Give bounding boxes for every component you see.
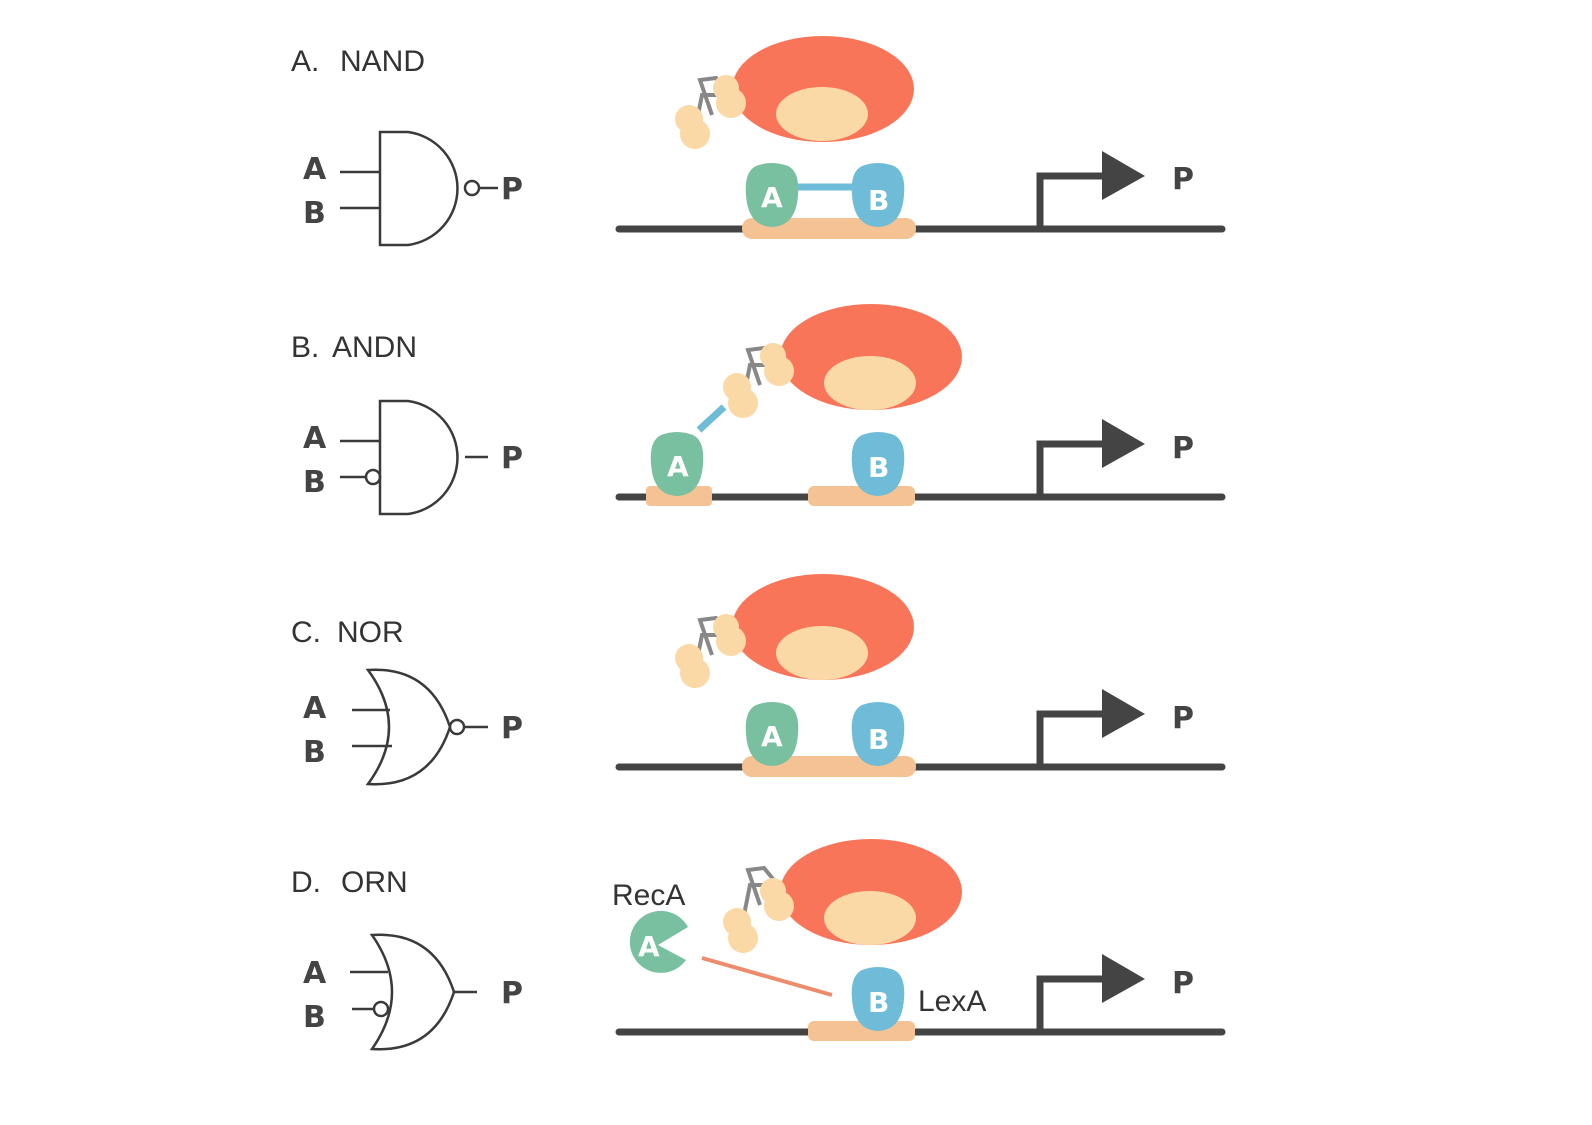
polymerase-subunit	[680, 658, 710, 688]
polymerase-linker	[745, 865, 780, 906]
and-gate-body	[378, 399, 459, 516]
a-polymerase-link	[696, 404, 727, 433]
polymerase-inner	[776, 87, 868, 141]
promoter-arrow	[1036, 440, 1108, 497]
promoter-arrow	[1036, 172, 1108, 229]
lexa-label: LexA	[918, 985, 986, 1018]
andn-genetic-circuit: P A B	[615, 304, 1226, 506]
input-b-label: B	[303, 196, 326, 231]
polymerase-subunit	[716, 88, 746, 118]
rna-polymerase	[675, 36, 914, 149]
panel-letter: C.	[291, 616, 321, 649]
protein-a-label: A	[638, 930, 660, 963]
input-a-label: A	[303, 421, 327, 456]
polymerase-subunit	[716, 626, 746, 656]
protein-a-label: A	[667, 450, 689, 483]
inversion-bubble	[463, 179, 481, 197]
inversion-bubble	[364, 468, 382, 486]
panel-title: ORN	[341, 866, 408, 899]
input-b-label: B	[303, 735, 326, 770]
promoter-arrowhead	[1102, 689, 1145, 738]
inversion-bubble	[448, 718, 466, 736]
protein-a	[650, 432, 704, 496]
promoter-arrowhead	[1102, 151, 1145, 200]
protein-a	[745, 702, 799, 766]
polymerase-subunit	[764, 891, 794, 921]
lexa-protein-b	[851, 967, 905, 1031]
nor-genetic-circuit: P A B	[615, 574, 1226, 777]
or-gate-body	[369, 933, 456, 1051]
panel-title: ANDN	[332, 331, 417, 364]
panel-letter: D.	[291, 866, 321, 899]
panel-d: D. ORN A B P P RecA A B LexA	[291, 839, 1226, 1051]
or-gate-body	[365, 668, 452, 786]
promoter-label: P	[1172, 431, 1194, 466]
rna-polymerase	[675, 574, 914, 688]
polymerase-inner	[824, 356, 916, 410]
protein-a	[745, 163, 799, 227]
promoter-label: P	[1172, 162, 1194, 197]
input-b-label: B	[303, 1000, 326, 1035]
polymerase-subunit	[728, 923, 758, 953]
protein-a-label: A	[761, 181, 783, 214]
orn-gate-symbol: A B P	[303, 933, 523, 1051]
output-label: P	[501, 711, 523, 746]
polymerase-subunit	[680, 119, 710, 149]
output-label: P	[501, 172, 523, 207]
protein-b-label: B	[868, 986, 889, 1019]
protein-a-label: A	[761, 720, 783, 753]
panel-letter: A.	[291, 45, 319, 78]
nor-gate-symbol: A B P	[303, 668, 523, 786]
nand-genetic-circuit: P A B	[615, 36, 1226, 239]
protein-b	[851, 163, 905, 227]
rna-polymerase	[723, 304, 962, 418]
promoter-arrowhead	[1102, 954, 1145, 1003]
polymerase-subunit	[728, 388, 758, 418]
panel-title: NAND	[340, 45, 425, 78]
input-a-label: A	[303, 691, 327, 726]
polymerase-inner	[824, 891, 916, 945]
panel-title: NOR	[337, 616, 404, 649]
polymerase-linker-2	[741, 883, 766, 921]
rna-polymerase	[723, 839, 962, 953]
promoter-arrowhead	[1102, 419, 1145, 468]
panel-b: B. ANDN A B P P A B	[291, 304, 1226, 516]
promoter-arrow	[1036, 710, 1108, 767]
andn-gate-symbol: A B P	[303, 399, 523, 516]
protein-b	[851, 432, 905, 496]
cleavage-link	[701, 956, 833, 997]
protein-b	[851, 702, 905, 766]
polymerase-inner	[776, 626, 868, 680]
promoter-arrow	[1036, 975, 1108, 1032]
reca-protein-a	[629, 910, 688, 973]
panel-c: C. NOR A B P P A B	[291, 574, 1226, 786]
polymerase-subunit	[764, 356, 794, 386]
reca-label: RecA	[612, 879, 685, 912]
promoter-label: P	[1172, 966, 1194, 1001]
output-label: P	[501, 976, 523, 1011]
input-b-label: B	[303, 465, 326, 500]
inversion-bubble	[372, 1000, 390, 1018]
input-a-label: A	[303, 152, 327, 187]
protein-b-label: B	[868, 451, 889, 484]
orn-genetic-circuit: P RecA A B LexA	[612, 839, 1226, 1041]
protein-b-label: B	[868, 723, 889, 756]
nand-gate-symbol: A B P	[303, 130, 523, 247]
output-label: P	[501, 441, 523, 476]
panel-letter: B.	[291, 331, 319, 364]
panel-a: A. NAND A B P P A B	[291, 36, 1226, 247]
and-gate-body	[378, 130, 459, 247]
input-a-label: A	[303, 956, 327, 991]
protein-b-label: B	[868, 184, 889, 217]
promoter-label: P	[1172, 701, 1194, 736]
